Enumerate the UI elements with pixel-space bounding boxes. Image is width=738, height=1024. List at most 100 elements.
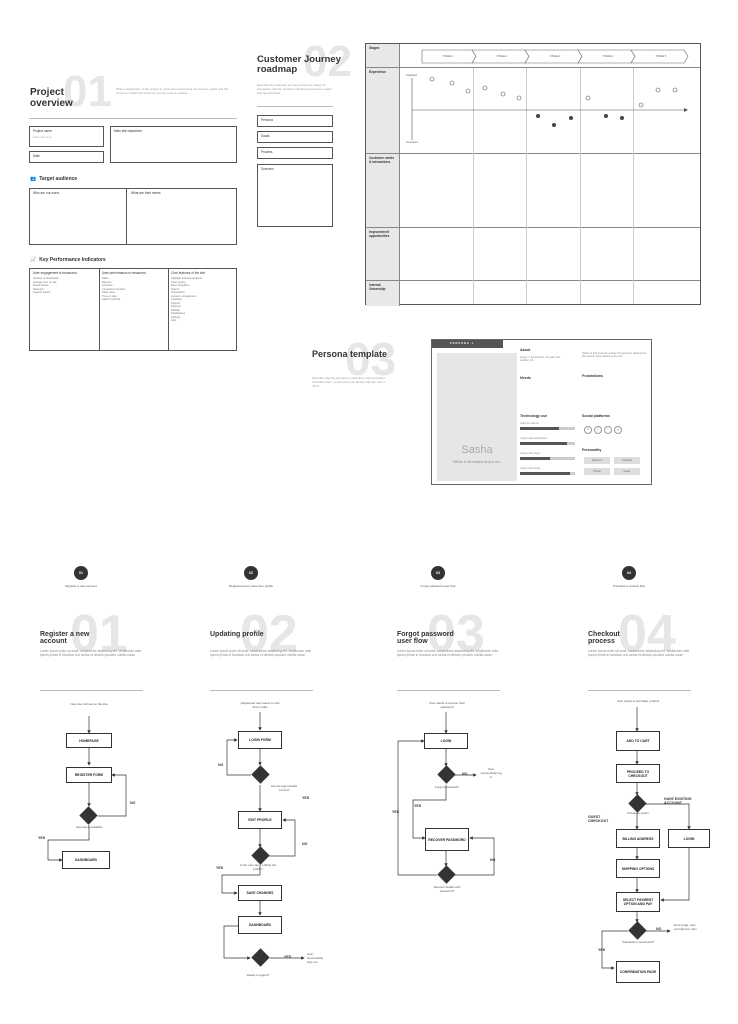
yes-label: YES — [216, 866, 224, 870]
existing-account-label: HAVE EXISTING ACCOUNT — [664, 797, 692, 805]
flow-step-caption: Register a new account — [65, 584, 97, 588]
kpi-column-title: User engagement is measured — [33, 271, 77, 275]
divider — [588, 690, 691, 691]
tech-label: Using mobile applications — [520, 437, 548, 440]
persona-field[interactable]: Persona — [257, 115, 333, 127]
kpi-item: Retention — [33, 287, 45, 291]
no-label: NO — [462, 772, 468, 776]
kpi-item: Onboarding — [171, 291, 185, 294]
project-name-field[interactable]: Project name Enter text here — [29, 126, 104, 147]
stage-label: STAGE 2 — [496, 55, 508, 58]
goals-field[interactable]: Goals — [257, 131, 333, 143]
yes-label: YES — [392, 810, 400, 814]
yes-label: YES — [302, 796, 310, 800]
target-audience-table: Who are our users What are their needs — [29, 188, 237, 245]
persona-card: PERSONA 1 Sasha "Where is the nearest sh… — [431, 339, 652, 485]
kpi-item: Easy navigation — [171, 284, 190, 287]
guest-checkout-label: GUEST CHECKOUT — [588, 815, 609, 823]
flow-title: Updating profile — [210, 631, 264, 638]
tech-bar-fill — [520, 472, 570, 475]
decision-label: Transaction successful? — [621, 940, 655, 944]
kpi-item: Accounts — [102, 284, 113, 287]
needs-heading: Needs — [520, 376, 531, 380]
confirmation-page-node: CONFIRMATION PAGE — [616, 961, 660, 983]
decision-label: Are the login details correct? — [270, 784, 298, 792]
kpi-item: Help — [171, 319, 177, 322]
tech-label: Using the internet — [520, 422, 539, 425]
section-number: 02 — [303, 37, 352, 86]
kpi-item: Number of downloads — [33, 277, 59, 280]
process-field[interactable]: Process — [257, 147, 333, 159]
flow-step-circle: 02 — [244, 566, 258, 580]
scenario-field[interactable]: Scenario — [257, 164, 333, 227]
persona-title: Persona template — [312, 349, 388, 359]
flow-description: Lorem ipsum dolor sit amet, consectetur … — [588, 649, 690, 658]
edit-profile-node: EDIT PROFILE — [238, 811, 282, 829]
kpi-item: Sales — [102, 277, 109, 280]
people-icon: 👥 — [30, 176, 37, 182]
login-node: LOGIN — [668, 829, 710, 848]
flow-end-label: User successfully log in — [480, 767, 502, 779]
kpi-item: Notifications — [171, 312, 186, 315]
kpi-item: Highlight featured products — [171, 277, 202, 280]
axis-top-label: Delighted — [406, 74, 417, 77]
target-audience-heading: 👥Target audience — [30, 176, 78, 182]
tech-label: Using social media — [520, 467, 541, 470]
flow-step-circle: 01 — [74, 566, 88, 580]
tech-bar-fill — [520, 457, 551, 460]
kpi-item: Average time on site — [33, 280, 57, 284]
kpi-item: Account management — [171, 294, 197, 298]
homepage-node: HOMEPAGE — [66, 733, 112, 748]
persona-quote: "Where is the nearest shop to me." — [452, 460, 502, 464]
intro-text: Describe the customer journey across the… — [257, 83, 332, 95]
frustrations-heading: Frustrations — [582, 374, 603, 378]
flow-start-label: User wants to recover their password — [429, 701, 465, 709]
stage-label: STAGE 5 — [655, 55, 667, 58]
field-hint: Enter text here — [33, 135, 52, 139]
flow-title: Checkout process — [588, 631, 620, 646]
kpi-item: Page views — [102, 291, 116, 294]
kpi-item: Checkout — [171, 298, 182, 301]
social-icon[interactable]: f — [594, 426, 602, 434]
flow-step-caption: Forgot password user flow — [420, 584, 456, 588]
who-label: Who are our users — [33, 191, 60, 195]
social-icon[interactable]: in — [584, 426, 592, 434]
yes-label: YES — [414, 804, 422, 808]
kpi-column-title: User performance is measured — [102, 271, 146, 275]
page-title: Project overview — [30, 87, 73, 109]
journey-map-table: Stages Experience Customer needs & inter… — [365, 43, 701, 306]
divider — [397, 690, 500, 691]
flow-end-label: User successfully logs out — [307, 952, 324, 964]
social-heading: Social platforms — [582, 414, 610, 418]
social-icon[interactable]: t — [604, 426, 612, 434]
decision-label: Ready to logout? — [246, 973, 270, 977]
persona-photo-placeholder — [437, 353, 517, 481]
flow-number: 01 — [70, 605, 128, 663]
yes-label: YES — [38, 836, 46, 840]
flow-number: 02 — [240, 605, 298, 663]
about-heading: About — [520, 348, 531, 352]
field-label: Project name — [33, 129, 52, 133]
no-label: NO — [490, 858, 496, 862]
flow-description: Lorem ipsum dolor sit amet, consectetur … — [40, 649, 142, 658]
error-label: Error page, user prompted to retry — [674, 923, 697, 931]
kpi-item: Support tickets — [33, 291, 51, 294]
section-number: 03 — [345, 333, 397, 385]
flow-description: Lorem ipsum dolor sit amet, consectetur … — [210, 649, 312, 658]
flow-step-caption: Purchase a product flow — [612, 584, 646, 588]
no-label: NO — [130, 801, 136, 805]
social-icon[interactable]: p — [614, 426, 622, 434]
divider — [40, 690, 143, 691]
main-objectives-field[interactable]: Main site objectives — [110, 126, 237, 163]
about-text: Single, 2 living family, 32 years old, t… — [520, 356, 561, 362]
flow-start-label: Registered user wants to edit their prof… — [240, 701, 280, 709]
trend-icon: 📈 — [30, 257, 37, 263]
date-field[interactable]: Date — [29, 151, 104, 163]
register-form-node: REGISTER FORM — [66, 767, 112, 783]
what-label: What are their needs — [131, 191, 161, 195]
kpi-heading: 📈Key Performance Indicators — [30, 257, 106, 263]
